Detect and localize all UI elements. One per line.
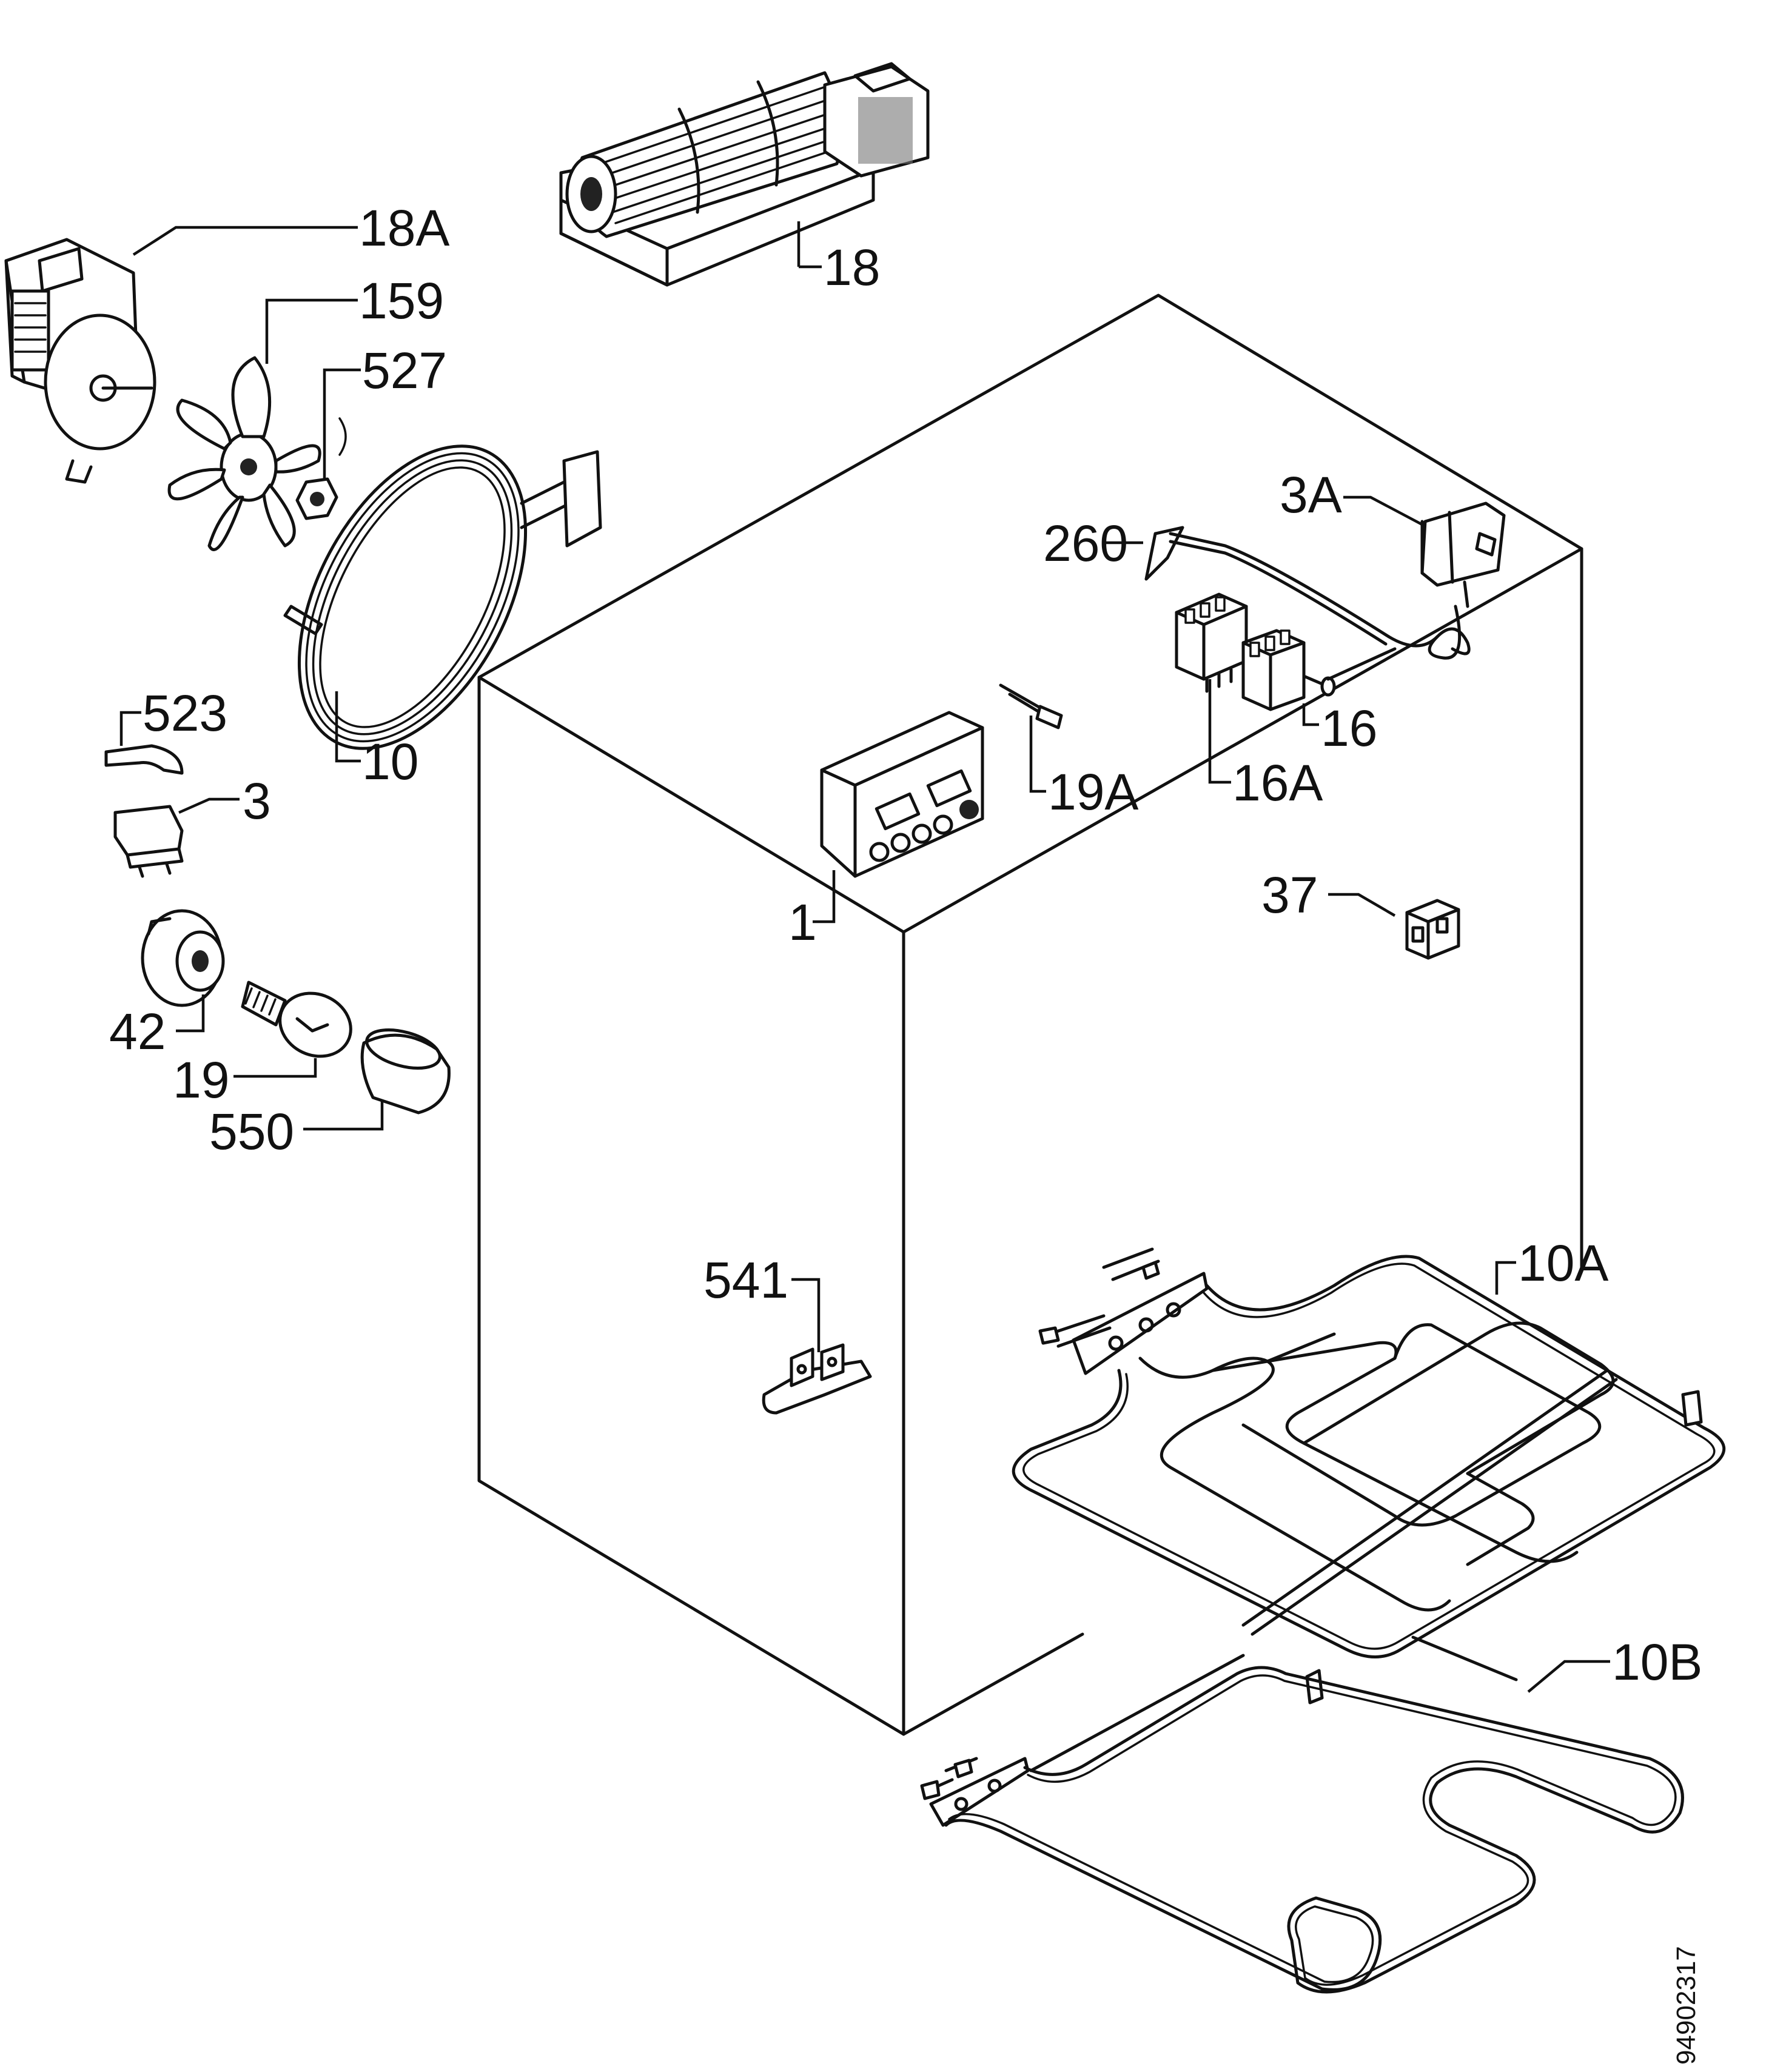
terminal-part-37 bbox=[1328, 893, 1460, 960]
label-527: 527 bbox=[362, 342, 447, 399]
label-37: 37 bbox=[1261, 867, 1318, 924]
lamp-bulb-part-19 bbox=[233, 981, 352, 1078]
circular-heater-part-10 bbox=[283, 444, 602, 763]
tangential-fan-part-18 bbox=[559, 62, 930, 287]
label-550: 550 bbox=[209, 1103, 294, 1160]
timer-module-part-1 bbox=[813, 711, 984, 924]
bottom-heater-part-10B bbox=[920, 1635, 1684, 1994]
label-18: 18 bbox=[824, 239, 880, 296]
switch-part-16 bbox=[1241, 629, 1397, 726]
label-3A: 3A bbox=[1280, 466, 1342, 523]
thermostat-part-3A bbox=[1343, 495, 1506, 660]
label-16: 16 bbox=[1321, 700, 1377, 757]
clip-part-523 bbox=[104, 711, 184, 775]
label-16A: 16A bbox=[1232, 754, 1323, 811]
label-159: 159 bbox=[359, 272, 444, 329]
label-19: 19 bbox=[173, 1051, 229, 1108]
switch-part-16A bbox=[1175, 592, 1248, 784]
lamp-holder-part-42 bbox=[141, 909, 225, 1033]
label-10B: 10B bbox=[1612, 1634, 1702, 1691]
bracket-part-541 bbox=[762, 1278, 872, 1415]
label-1: 1 bbox=[788, 894, 817, 951]
document-number: 94902317 bbox=[1671, 1946, 1701, 2065]
nut-part-527 bbox=[295, 368, 361, 520]
probe-part-260 bbox=[1104, 526, 1391, 646]
fan-blade-part-159 bbox=[167, 298, 358, 551]
label-523: 523 bbox=[143, 685, 227, 742]
label-10: 10 bbox=[362, 733, 418, 790]
thermostat-part-3 bbox=[113, 797, 240, 878]
indicator-lamp-part-19A bbox=[999, 683, 1063, 793]
top-heater-part-10A bbox=[1012, 1247, 1726, 1705]
lamp-cover-part-550 bbox=[303, 1028, 451, 1131]
label-541: 541 bbox=[703, 1252, 788, 1309]
label-10A: 10A bbox=[1518, 1235, 1608, 1292]
label-260: 260 bbox=[1043, 515, 1128, 572]
label-42: 42 bbox=[109, 1003, 166, 1060]
label-19A: 19A bbox=[1048, 763, 1138, 820]
label-18A: 18A bbox=[359, 199, 449, 256]
label-3: 3 bbox=[243, 773, 271, 830]
fan-motor-part-18A bbox=[4, 226, 358, 484]
oven-cavity-box bbox=[477, 293, 1583, 1736]
